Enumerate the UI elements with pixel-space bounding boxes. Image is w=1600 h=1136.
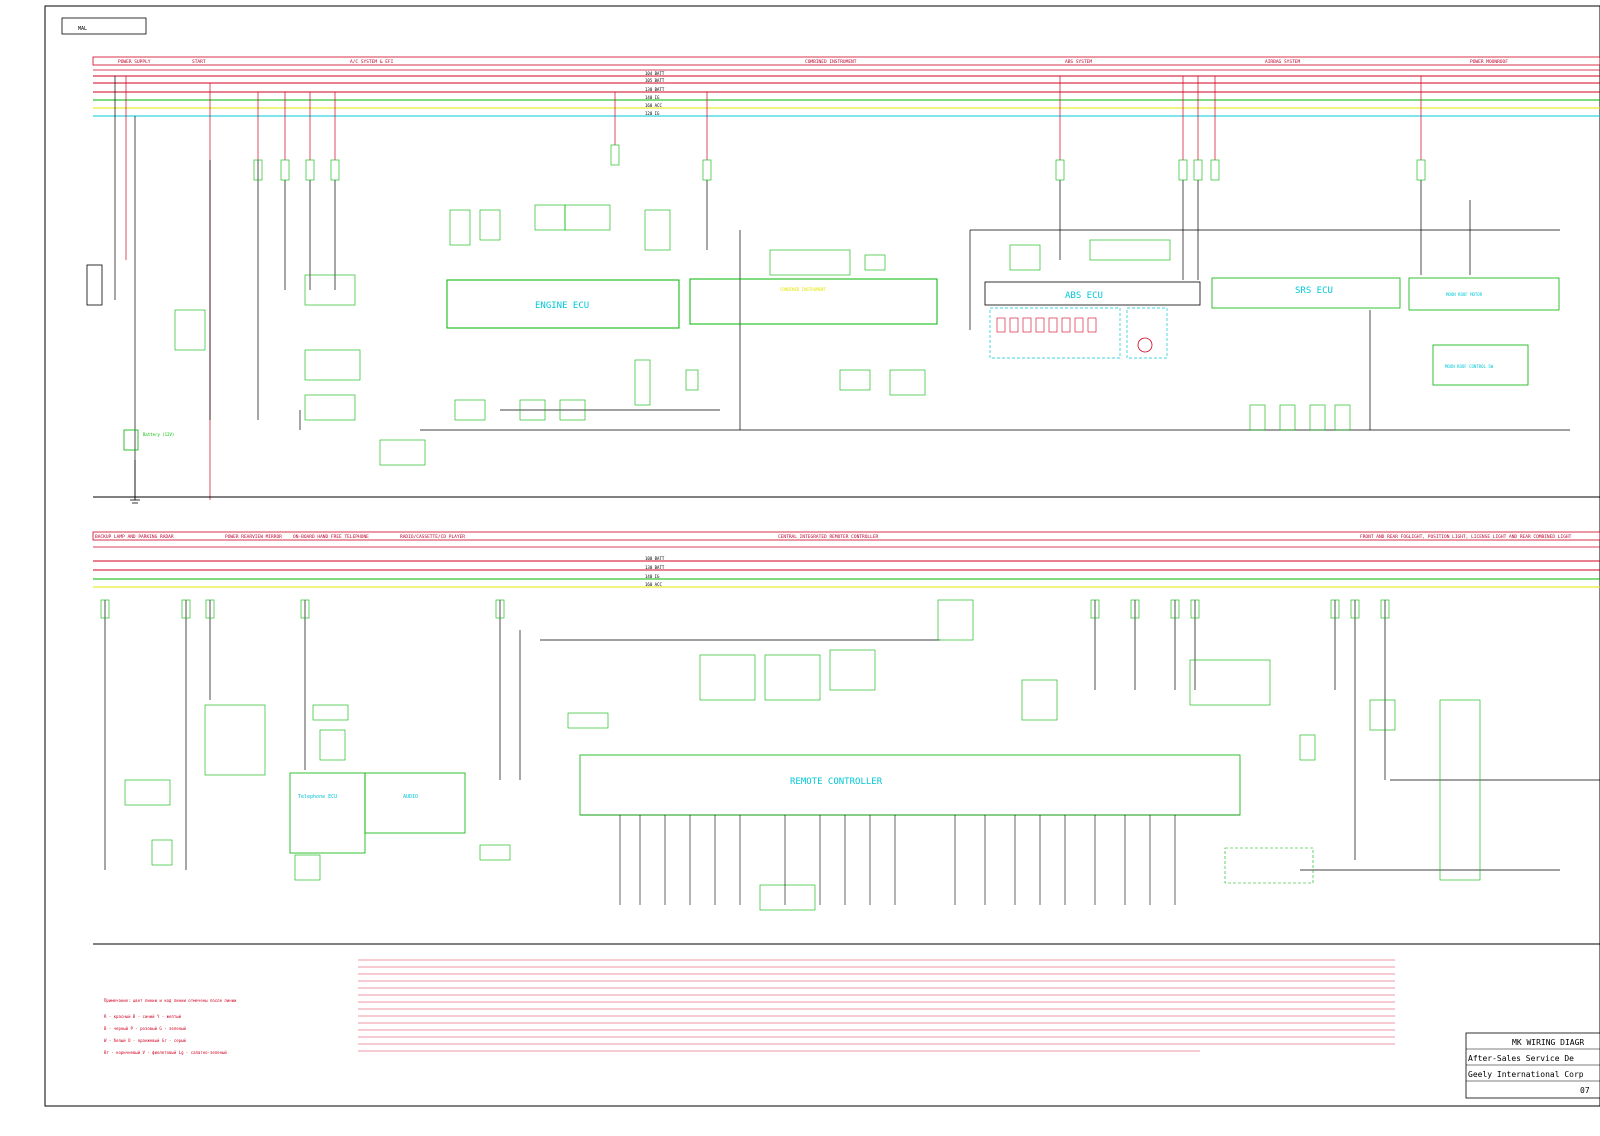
title-block-title: MK WIRING DIAGR (1512, 1038, 1584, 1047)
bottom-component-clusters (124, 599, 1481, 911)
title-block-company: Geely International Corp (1468, 1070, 1584, 1079)
battery-ground (130, 499, 140, 504)
bus-label: 130 BATT (645, 565, 665, 570)
legend-title: Примечание: цвет линии и код линии отмеч… (104, 998, 237, 1003)
moon-roof-control-box (1432, 344, 1529, 386)
legend-row-4: Br - коричневый V - фиолетовый Lg - сала… (104, 1050, 227, 1055)
top-section-labels: POWER SUPPLY START A/C SYSTEM & EFI COMB… (118, 59, 1508, 65)
sheet-tag: MAL (78, 26, 87, 32)
bottom-section-mirror: POWER REARVIEW MIRROR (225, 534, 282, 540)
bus-label: 160 ACC (645, 582, 662, 587)
bottom-black-wiring (93, 600, 1600, 945)
top-black-wiring (93, 76, 1600, 500)
combined-instrument-label: COMBINED INSTRUMENT (780, 287, 826, 292)
bus-label: 120 IG (645, 111, 660, 116)
generator-connector (86, 264, 103, 306)
telephone-ecu-label: Telephone ECU (298, 794, 337, 800)
top-fuse-boxes (253, 144, 1426, 181)
bottom-section-labels: BACKUP LAMP AND PARKING RADAR POWER REAR… (95, 534, 1572, 540)
top-section-moonroof: POWER MOONROOF (1470, 59, 1508, 65)
moon-roof-motor-box (1408, 277, 1560, 311)
abs-ecu-box (984, 281, 1201, 306)
bottom-section-header (92, 531, 1600, 548)
legend-row-2: B - черный P - розовый G - зеленый (104, 1026, 186, 1031)
bottom-fuse-boxes (100, 599, 1390, 619)
bus-label: 160 ACC (645, 103, 662, 108)
moon-roof-motor-label: MOON ROOF MOTOR (1446, 292, 1483, 297)
title-block-dept: After-Sales Service De (1468, 1054, 1574, 1063)
top-fuse-drops (125, 76, 1422, 500)
abs-ecu-label: ABS ECU (1065, 291, 1103, 301)
telephone-ecu-box (289, 772, 366, 854)
bus-label: 100 BATT (645, 556, 665, 561)
top-section-start: START (192, 59, 206, 65)
combined-instrument-box (689, 278, 938, 325)
top-section-airbag: AIRBAG SYSTEM (1265, 59, 1301, 65)
engine-ecu-label: ENGINE ECU (535, 301, 589, 311)
abs-solenoids (996, 317, 1097, 333)
bottom-power-buses (93, 560, 1600, 588)
abs-motor-group (1126, 307, 1168, 359)
bottom-section-telephone: ON-BOARD HAND FREE TELEPHONE (293, 534, 369, 540)
bus-label: 105 BATT (645, 78, 665, 83)
top-section-header (92, 56, 1600, 71)
bottom-section-central-controller: CENTRAL INTEGRATED REMOTER CONTROLLER (778, 534, 879, 540)
engine-ecu-box (446, 279, 680, 329)
moon-roof-control-label: MOON ROOF CONTROL SW (1445, 364, 1494, 369)
top-component-clusters (174, 204, 1351, 466)
srs-ecu-label: SRS ECU (1295, 286, 1333, 296)
sheet-tag-box (61, 17, 147, 35)
bottom-section-backup-lamp: BACKUP LAMP AND PARKING RADAR (95, 534, 174, 540)
abs-motor-icon (1137, 337, 1153, 353)
top-bus-labels: 104 BATT 105 BATT 130 BATT 140 IG 160 AC… (645, 71, 665, 116)
bottom-bus-labels: 100 BATT 130 BATT 140 IG 160 ACC (645, 556, 665, 587)
legend-row-1: R - красный B - синий Y - желтый (104, 1014, 182, 1019)
audio-label: AUDIO (403, 794, 418, 800)
top-section-combined: COMBINED INSTRUMENT (805, 59, 857, 65)
audio-box (364, 772, 466, 834)
legend-row-3: W - белый O - оранжевый Gr - серый (104, 1038, 186, 1043)
top-section-ac-efi: A/C SYSTEM & EFI (350, 59, 394, 65)
remote-controller-box (579, 754, 1241, 816)
bottom-section-radio: RADIO/CASSETTE/CD PLAYER (400, 534, 465, 540)
color-legend: Примечание: цвет линии и код линии отмеч… (104, 998, 237, 1055)
sheet-frame (44, 5, 1600, 1107)
battery-label: Battery (12V) (143, 432, 174, 437)
remote-controller-label: REMOTE CONTROLLER (790, 777, 883, 787)
bus-label: 130 BATT (645, 87, 665, 92)
srs-ecu-box (1211, 277, 1401, 309)
top-section-abs: ABS SYSTEM (1065, 59, 1092, 65)
bus-label: 104 BATT (645, 71, 665, 76)
battery-symbol (123, 429, 139, 451)
title-block-number: 07 (1580, 1086, 1590, 1095)
title-block: MK WIRING DIAGR After-Sales Service De G… (1465, 1032, 1600, 1099)
component-notes (358, 959, 1395, 1052)
bottom-section-lights: FRONT AND REAR FOGLIGHT, POSITION LIGHT,… (1360, 534, 1572, 540)
abs-solenoid-group (989, 307, 1121, 359)
bus-label: 140 IG (645, 95, 660, 100)
remote-controller-outputs (619, 815, 1176, 905)
top-section-power-supply: POWER SUPPLY (118, 59, 151, 65)
bus-label: 140 IG (645, 574, 660, 579)
top-power-buses (93, 75, 1600, 117)
